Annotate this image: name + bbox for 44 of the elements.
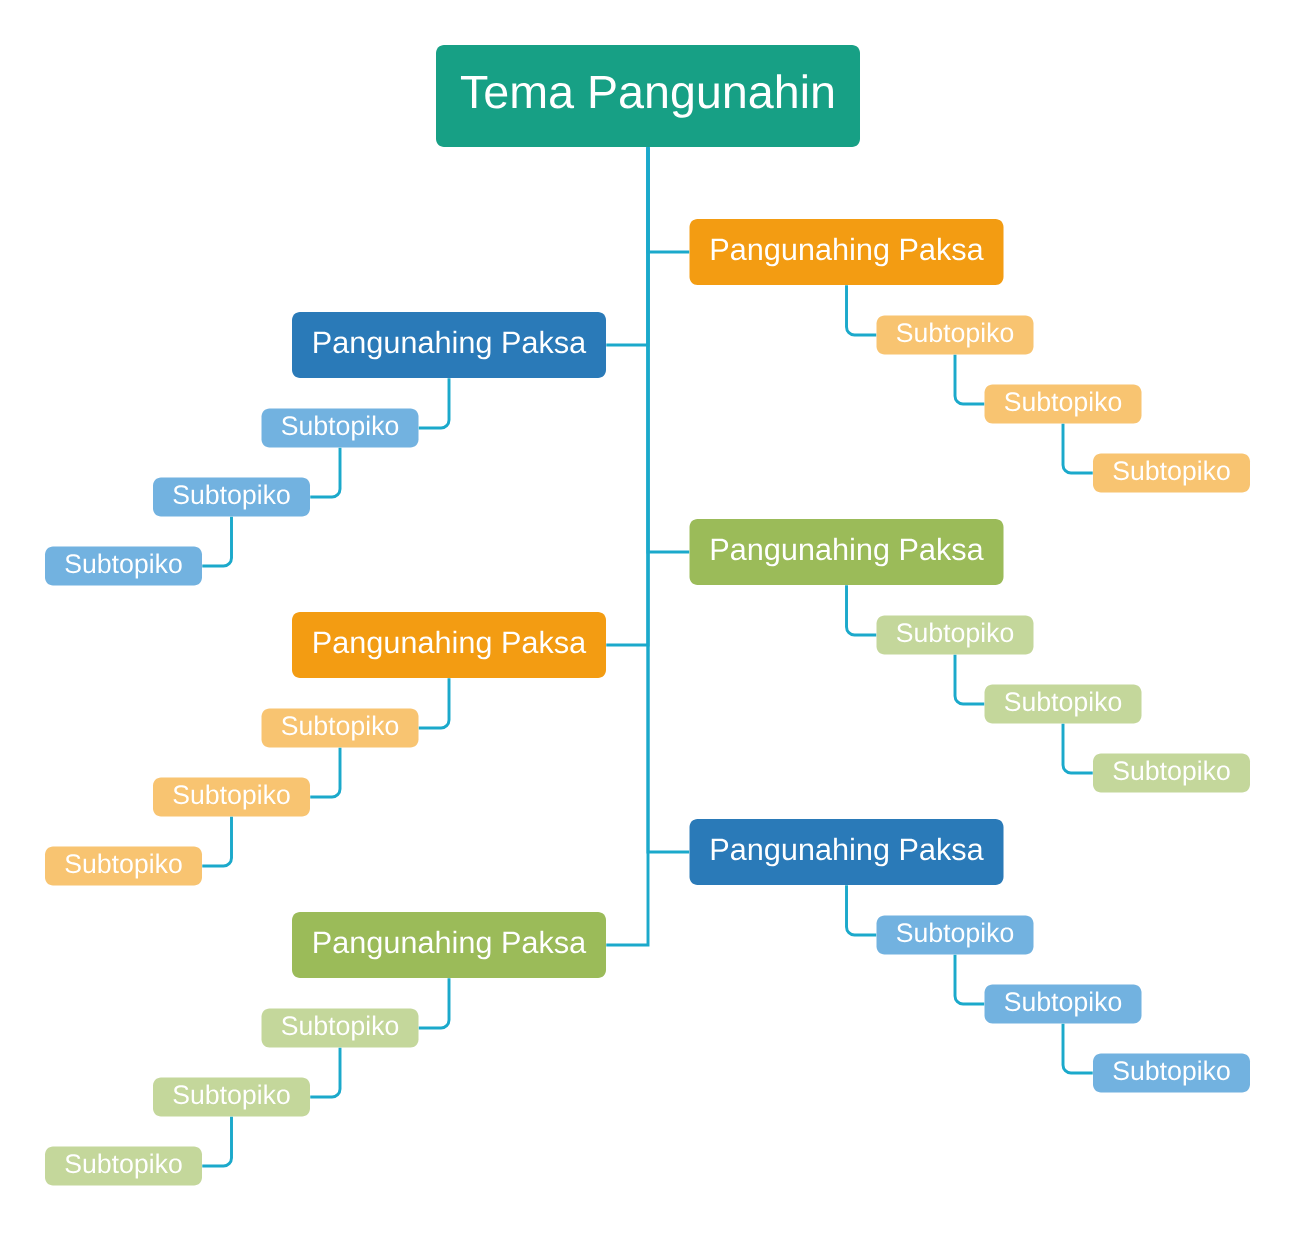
connector-line	[953, 354, 985, 406]
subtopic-box: Subtopiko	[876, 615, 1034, 655]
subtopic-box: Subtopiko	[153, 1077, 310, 1117]
subtopic-box: Subtopiko	[45, 546, 202, 586]
connector-line	[202, 816, 233, 868]
connector-line	[1061, 1023, 1093, 1075]
subtopic-box: Subtopiko	[261, 408, 419, 448]
connector-line	[953, 654, 985, 706]
subtopic-box: Subtopiko	[45, 846, 202, 886]
subtopic-box: Subtopiko	[1093, 753, 1250, 793]
connector-line	[418, 378, 451, 430]
subtopic-box: Subtopiko	[153, 477, 310, 517]
connector-line	[310, 1047, 342, 1099]
connector-line	[1061, 423, 1093, 475]
connector-line	[418, 678, 451, 730]
connector-line	[845, 585, 877, 637]
connector-line	[953, 954, 985, 1006]
subtopic-box: Subtopiko	[1093, 1053, 1250, 1093]
subtopic-box: Subtopiko	[984, 384, 1142, 424]
subtopic-box: Subtopiko	[45, 1146, 202, 1186]
connector-line	[418, 978, 451, 1030]
connector-line	[310, 747, 342, 799]
subtopic-box: Subtopiko	[876, 315, 1034, 355]
connector-line	[310, 447, 342, 499]
central-topic-box: Tema Pangunahin	[436, 45, 860, 147]
connector-line	[606, 147, 650, 947]
subtopic-box: Subtopiko	[261, 708, 419, 748]
subtopic-box: Subtopiko	[876, 915, 1034, 955]
topic-box: Pangunahing Paksa	[689, 519, 1004, 585]
topic-box: Pangunahing Paksa	[689, 819, 1004, 885]
topic-box: Pangunahing Paksa	[292, 912, 606, 978]
connector-line	[845, 885, 877, 937]
subtopic-box: Subtopiko	[1093, 453, 1250, 493]
connector-line	[845, 285, 877, 337]
connector-line	[202, 1116, 233, 1168]
subtopic-box: Subtopiko	[261, 1008, 419, 1048]
subtopic-box: Subtopiko	[984, 684, 1142, 724]
topic-box: Pangunahing Paksa	[292, 612, 606, 678]
topic-box: Pangunahing Paksa	[292, 312, 606, 378]
subtopic-box: Subtopiko	[153, 777, 310, 817]
connector-line	[1061, 723, 1093, 775]
connector-line	[202, 516, 233, 568]
topic-box: Pangunahing Paksa	[689, 219, 1004, 285]
subtopic-box: Subtopiko	[984, 984, 1142, 1024]
